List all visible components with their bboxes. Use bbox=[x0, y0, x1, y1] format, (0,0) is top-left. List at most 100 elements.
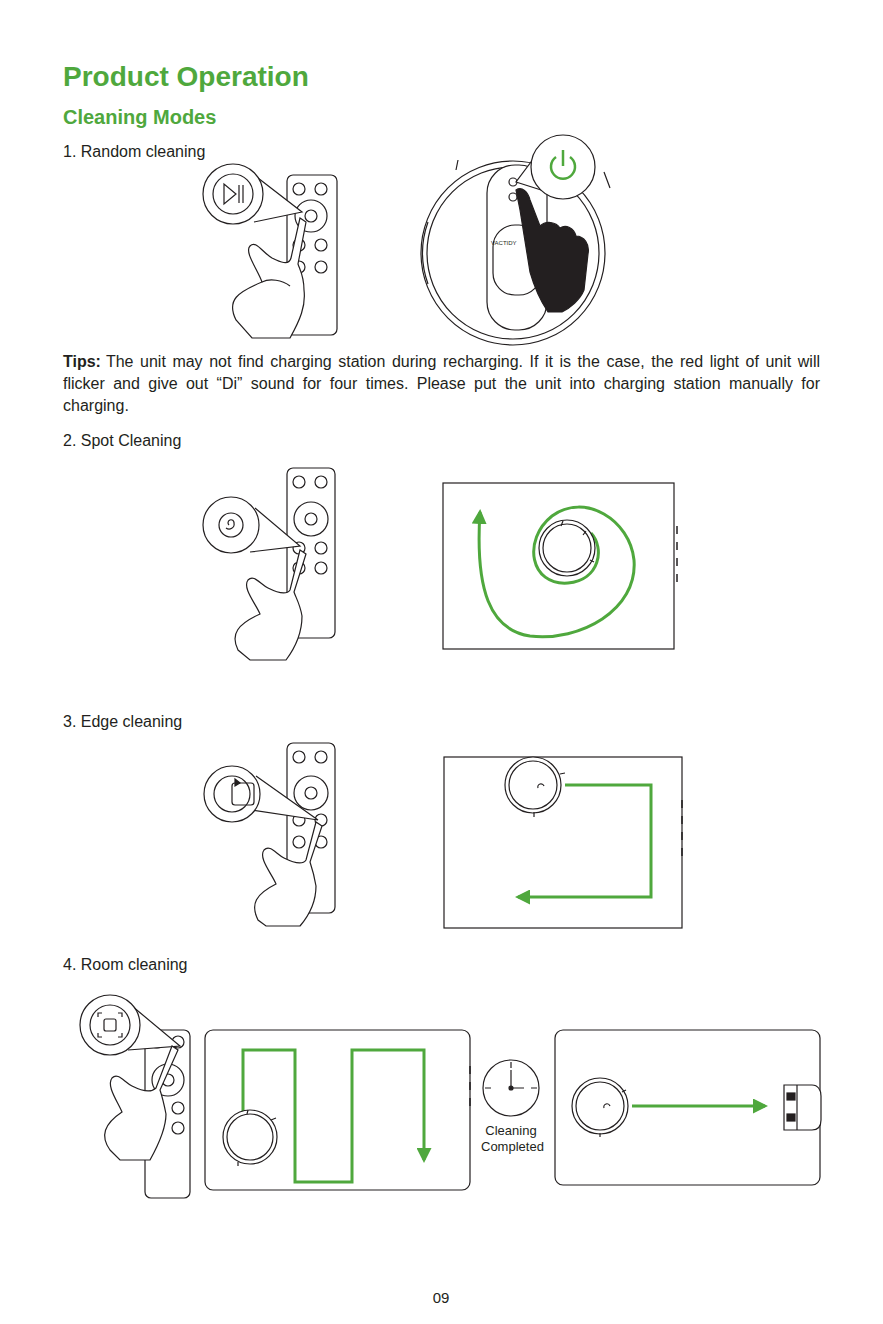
spiral-path bbox=[479, 507, 634, 637]
return-panel-part bbox=[555, 1030, 820, 1185]
clock-icon-part bbox=[483, 1060, 539, 1116]
hand-part bbox=[105, 1046, 178, 1160]
room-panel-part bbox=[469, 1066, 471, 1106]
hand bbox=[232, 218, 306, 338]
callout-room-button-part bbox=[90, 1005, 130, 1045]
zigzag-path bbox=[243, 1050, 424, 1182]
robot-vacuum-part bbox=[600, 1090, 626, 1137]
cleaning-area bbox=[443, 483, 677, 649]
hand-part bbox=[235, 550, 306, 660]
mode-heading: 2. Spot Cleaning bbox=[63, 431, 181, 450]
callout-spot-button bbox=[203, 497, 300, 553]
charging-station-part bbox=[784, 1085, 821, 1130]
remote-control-part bbox=[293, 476, 305, 488]
robot-vacuum-part bbox=[509, 193, 517, 201]
return-path bbox=[632, 1105, 765, 1108]
callout-play-button-part bbox=[203, 164, 263, 224]
remote-control-part bbox=[294, 776, 328, 810]
page-number: 09 bbox=[433, 1289, 450, 1307]
return-panel bbox=[555, 1030, 820, 1185]
charging-station-part bbox=[787, 1114, 795, 1121]
remote-control-part bbox=[293, 183, 305, 195]
remote-control-part bbox=[172, 1102, 184, 1114]
mode-heading: 1. Random cleaning bbox=[63, 142, 205, 161]
robot-vacuum bbox=[539, 520, 595, 576]
hand-part bbox=[255, 822, 322, 926]
robot-vacuum-part bbox=[509, 761, 557, 809]
cleaning-area-part bbox=[681, 800, 683, 856]
remote-control-part bbox=[293, 751, 305, 763]
remote-control-part bbox=[315, 542, 327, 554]
clock-icon-part bbox=[509, 1086, 513, 1090]
status-text: Cleaning Completed bbox=[481, 1123, 541, 1154]
cleaning-area-part bbox=[443, 483, 674, 649]
charging-station-part bbox=[787, 1093, 795, 1100]
callout-spot-button-part bbox=[219, 513, 243, 537]
hand bbox=[105, 1046, 178, 1160]
clock-icon bbox=[483, 1060, 539, 1116]
callout-power-button-part bbox=[531, 135, 595, 199]
robot-vacuum-part bbox=[539, 520, 595, 576]
robot-vacuum-part bbox=[534, 773, 565, 817]
section-heading: Cleaning Modes bbox=[63, 105, 216, 129]
remote-control-part bbox=[315, 239, 327, 251]
robot-vacuum bbox=[572, 1078, 628, 1137]
robot-vacuum-part bbox=[238, 1110, 276, 1166]
remote-control-part bbox=[305, 787, 317, 799]
robot-vacuum-part bbox=[227, 1114, 273, 1160]
remote-control-part bbox=[315, 183, 327, 195]
cleaning-area-part bbox=[676, 526, 678, 582]
robot-vacuum-part bbox=[561, 521, 594, 562]
hand-part bbox=[262, 280, 290, 286]
charging-station bbox=[784, 1085, 821, 1130]
callout-power-button bbox=[516, 135, 595, 199]
charging-station-part bbox=[796, 1085, 797, 1130]
robot-vacuum-part bbox=[572, 1078, 628, 1134]
zigzag-path-part bbox=[243, 1050, 424, 1182]
drawing-part bbox=[80, 135, 821, 1198]
remote-control-part bbox=[293, 836, 305, 848]
page-title: Product Operation bbox=[63, 60, 309, 94]
remote-control-part bbox=[315, 562, 327, 574]
callout-spot-button-part bbox=[203, 497, 259, 553]
callout-edge-button bbox=[204, 766, 318, 822]
callout-room-button-part bbox=[98, 1013, 122, 1037]
hand bbox=[235, 550, 306, 660]
callout-power-button-part bbox=[562, 150, 565, 166]
callout-room-button-part bbox=[104, 1019, 116, 1031]
robot-vacuum-part bbox=[576, 1082, 624, 1130]
callout-play-button-part bbox=[213, 174, 253, 214]
remote-control-part bbox=[305, 513, 317, 525]
callout-spot-button-part bbox=[226, 520, 234, 529]
callout-play-button-part bbox=[224, 184, 243, 204]
callout-play-button bbox=[203, 164, 302, 224]
room-panel bbox=[205, 1030, 470, 1190]
spiral-path-part bbox=[479, 507, 634, 637]
brand-logo: VACTIDY bbox=[491, 240, 517, 247]
cleaning-area bbox=[444, 757, 682, 928]
remote-control-part bbox=[294, 502, 328, 536]
callout-room-button bbox=[80, 995, 180, 1055]
tips-text: The unit may not find charging station d… bbox=[63, 351, 820, 417]
remote-control-part bbox=[172, 1122, 184, 1134]
robot-vacuum-part bbox=[543, 524, 591, 572]
hand bbox=[516, 189, 588, 312]
robot-vacuum-part bbox=[505, 757, 561, 813]
mode-heading: 3. Edge cleaning bbox=[63, 712, 182, 731]
cleaning-area-part bbox=[444, 757, 682, 928]
callout-edge-button-part bbox=[235, 779, 240, 786]
remote-control-part bbox=[315, 476, 327, 488]
return-path-part bbox=[632, 1105, 765, 1108]
callout-room-button-part bbox=[80, 995, 140, 1055]
remote-control-part bbox=[305, 210, 317, 222]
robot-vacuum bbox=[223, 1110, 277, 1166]
hand-part bbox=[516, 189, 588, 312]
callout-edge-button-part bbox=[204, 766, 260, 822]
robot-vacuum-part bbox=[423, 222, 428, 284]
room-panel-part bbox=[205, 1030, 470, 1190]
remote-control-part bbox=[315, 261, 327, 273]
tips-label: Tips: bbox=[63, 351, 101, 373]
remote-control-part bbox=[315, 751, 327, 763]
